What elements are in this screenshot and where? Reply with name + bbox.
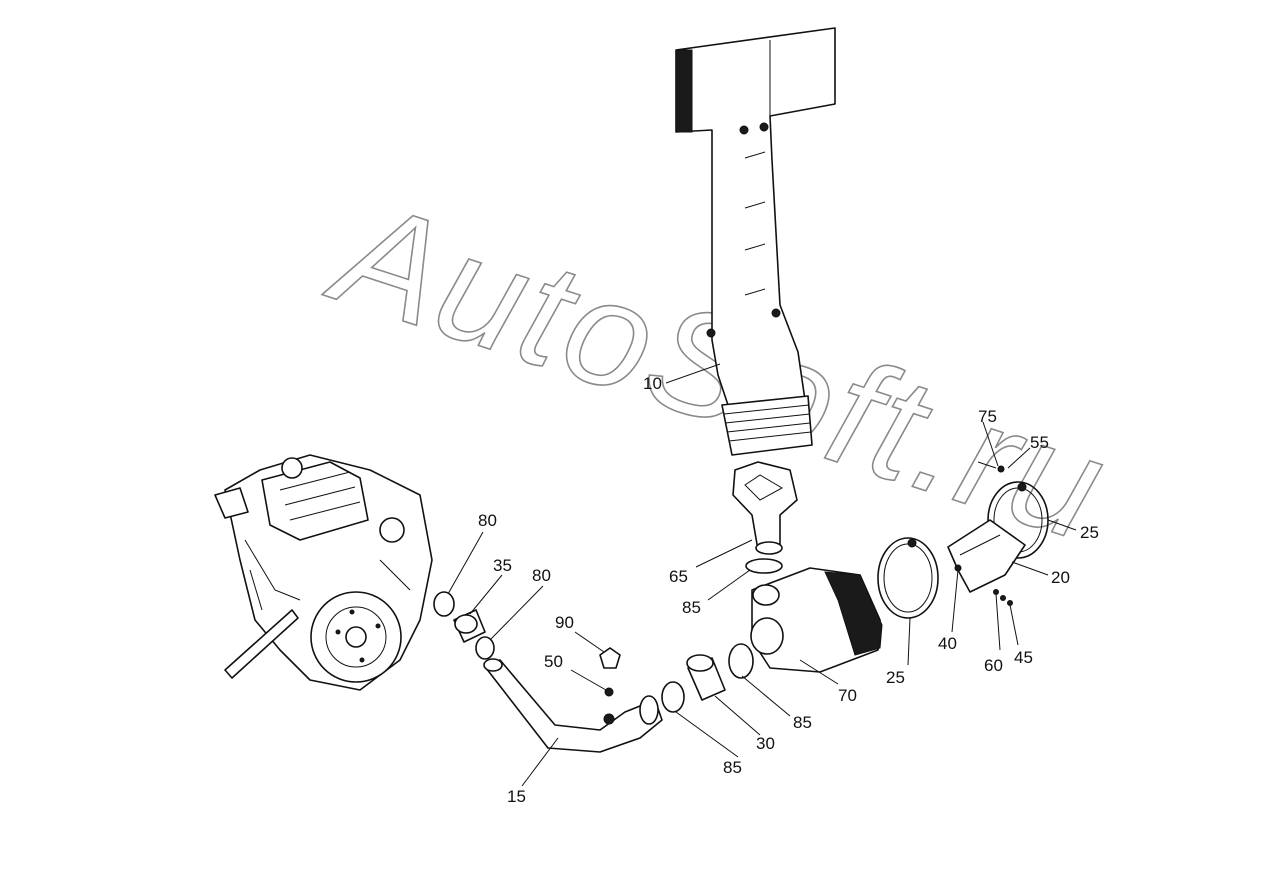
callout-35: 35 — [493, 556, 512, 575]
callout-20: 20 — [1051, 568, 1070, 587]
callout-labels: 10 15 20 25 25 30 35 40 45 50 55 60 65 7… — [478, 374, 1099, 806]
hose-clamp-lower — [661, 681, 685, 713]
callout-65: 65 — [669, 567, 688, 586]
small-clamp-upper — [433, 591, 455, 617]
leader-lines — [447, 363, 1077, 787]
rubber-sleeve — [686, 654, 726, 701]
callout-25-left: 25 — [886, 668, 905, 687]
bracket-mount — [599, 647, 621, 697]
callout-80-lower: 80 — [532, 566, 551, 585]
callout-55: 55 — [1030, 433, 1049, 452]
hose-clamp-middle — [728, 643, 754, 679]
callout-45: 45 — [1014, 648, 1033, 667]
callout-40: 40 — [938, 634, 957, 653]
hose-clamp-upper — [745, 558, 783, 574]
callout-85-middle: 85 — [793, 713, 812, 732]
callout-30: 30 — [756, 734, 775, 753]
callout-60: 60 — [984, 656, 1003, 675]
adapter-elbow — [732, 461, 798, 555]
small-clamp-lower — [475, 636, 495, 660]
callout-10: 10 — [643, 374, 662, 393]
short-hose — [453, 609, 486, 643]
large-band-clamp-left — [877, 537, 939, 619]
callout-75: 75 — [978, 407, 997, 426]
air-intake-snorkel — [675, 27, 836, 456]
callout-80-upper: 80 — [478, 511, 497, 530]
callout-70: 70 — [838, 686, 857, 705]
callout-85-top: 85 — [682, 598, 701, 617]
engine-assembly — [214, 454, 433, 691]
intake-pipe — [483, 658, 663, 753]
callout-85-bottom: 85 — [723, 758, 742, 777]
callout-15: 15 — [507, 787, 526, 806]
air-filter-housing — [750, 567, 883, 673]
callout-90: 90 — [555, 613, 574, 632]
callout-25-right: 25 — [1080, 523, 1099, 542]
callout-50: 50 — [544, 652, 563, 671]
fasteners — [954, 461, 1013, 606]
